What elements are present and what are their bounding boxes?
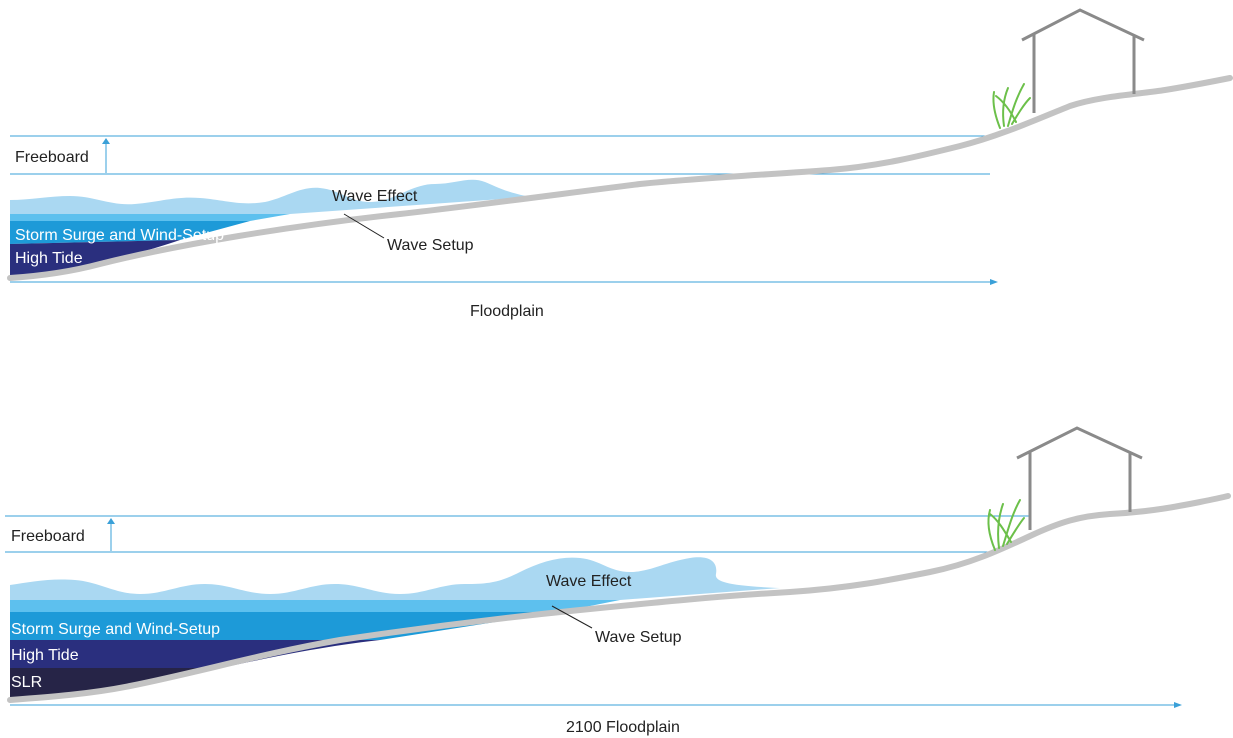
- wave-setup-label: Wave Setup: [387, 237, 474, 254]
- wave-effect-band: [10, 557, 780, 600]
- grass-icon: [992, 83, 1031, 129]
- high-tide-label: High Tide: [15, 250, 83, 267]
- wave-setup-leader: [551, 605, 593, 629]
- future-floodplain-panel: Freeboard: [5, 426, 1231, 736]
- storm-surge-label: Storm Surge and Wind-Setup: [11, 621, 220, 638]
- storm-surge-label: Storm Surge and Wind-Setup: [15, 227, 224, 244]
- house-icon: [1016, 426, 1143, 530]
- floodplain-extent-arrow: [10, 279, 998, 285]
- wave-effect-label: Wave Effect: [546, 573, 632, 590]
- surge-light-band: [10, 600, 620, 612]
- high-tide-band: [10, 240, 180, 276]
- storm-surge-band: [10, 221, 250, 244]
- wave-setup-label: Wave Setup: [595, 629, 682, 646]
- freeboard-arrow: [107, 518, 115, 551]
- surge-light-band: [10, 214, 290, 221]
- wave-effect-band: [10, 179, 530, 214]
- wave-setup-leader: [343, 213, 385, 239]
- grass-icon: [987, 499, 1025, 551]
- slr-label: SLR: [11, 674, 42, 691]
- wave-effect-label: Wave Effect: [332, 188, 418, 205]
- house-icon: [1021, 8, 1145, 113]
- ground-profile: [7, 75, 1233, 281]
- floodplain-label: Floodplain: [470, 303, 544, 320]
- ground-profile: [7, 493, 1231, 703]
- high-tide-band: [10, 640, 380, 668]
- floodplain-label: 2100 Floodplain: [566, 719, 680, 736]
- freeboard-label: Freeboard: [15, 149, 89, 166]
- freeboard-arrow: [102, 138, 110, 173]
- storm-surge-band: [10, 612, 560, 640]
- freeboard-label: Freeboard: [11, 528, 85, 545]
- high-tide-label: High Tide: [11, 647, 79, 664]
- floodplain-extent-arrow: [10, 702, 1182, 708]
- current-floodplain-panel: Freeboard W: [7, 8, 1233, 320]
